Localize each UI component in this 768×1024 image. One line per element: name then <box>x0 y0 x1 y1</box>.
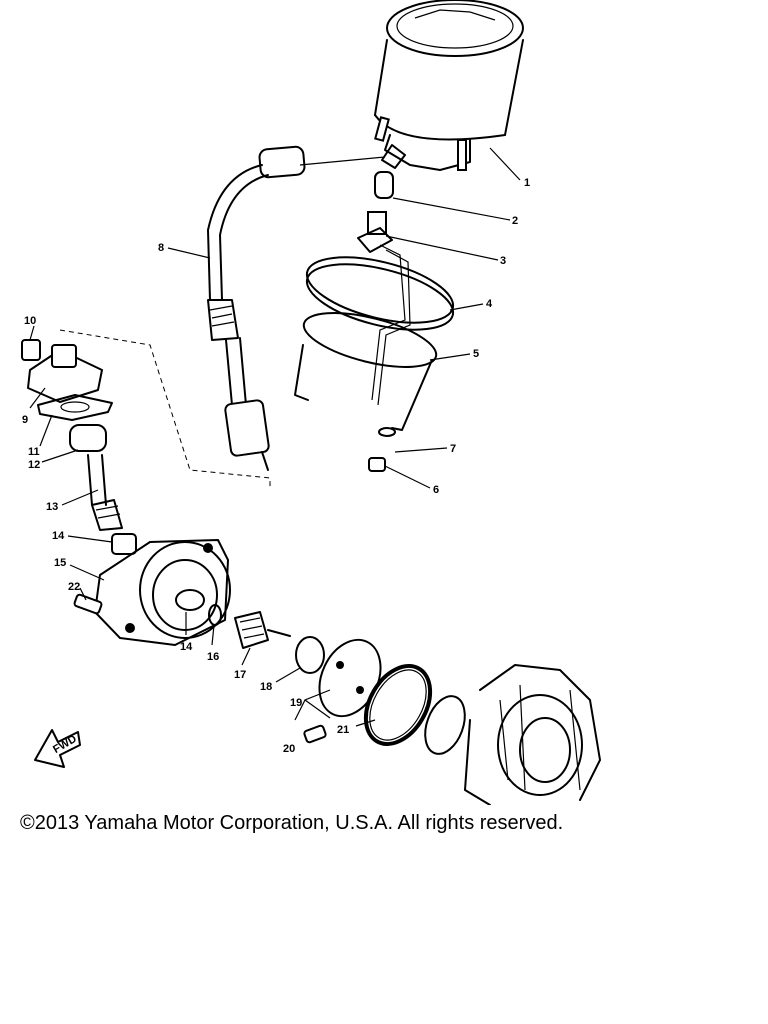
callout-16: 16 <box>207 651 219 663</box>
o-ring <box>363 664 433 746</box>
callout-20: 20 <box>283 743 295 755</box>
callout-12: 12 <box>28 459 40 471</box>
callout-6: 6 <box>433 484 439 496</box>
washer-and-nut <box>368 427 396 472</box>
callout-21: 21 <box>337 724 349 736</box>
callout-11: 11 <box>28 446 40 458</box>
callout-10: 10 <box>24 315 36 327</box>
callout-9: 9 <box>22 414 28 426</box>
callout-5: 5 <box>473 348 479 360</box>
callout-13: 13 <box>46 501 58 513</box>
bulb-socket <box>357 211 393 253</box>
bushing-18 <box>295 636 325 674</box>
bracket <box>294 244 438 431</box>
copyright-notice: ©2013 Yamaha Motor Corporation, U.S.A. A… <box>20 812 564 834</box>
callout-14a: 14 <box>52 530 65 542</box>
hub-assembly <box>424 664 601 805</box>
exploded-parts-diagram: FWD 1 2 3 4 5 6 7 8 9 1 <box>21 0 601 805</box>
callout-22: 22 <box>68 581 80 593</box>
gear-housing-stack <box>21 339 123 531</box>
ring <box>305 256 455 331</box>
callout-2: 2 <box>512 215 518 227</box>
bulb <box>374 171 394 199</box>
callout-3: 3 <box>500 255 506 267</box>
washer <box>208 604 222 626</box>
callout-14b: 14 <box>180 641 193 653</box>
forward-arrow-icon <box>34 729 81 768</box>
drive-gear <box>234 611 291 649</box>
speedometer-cable <box>207 145 306 471</box>
callout-17: 17 <box>234 669 246 681</box>
callout-4: 4 <box>486 298 493 310</box>
drive-housing <box>73 539 231 646</box>
leader-lines <box>29 147 521 727</box>
bushing <box>111 533 137 555</box>
callout-numbers: 1 2 3 4 5 6 7 8 9 10 11 12 13 14 14 15 1… <box>22 177 530 755</box>
callout-19: 19 <box>290 697 302 709</box>
speedometer-assembly <box>374 0 524 171</box>
callout-18: 18 <box>260 681 272 693</box>
callout-7: 7 <box>450 443 456 455</box>
bolt <box>303 724 327 744</box>
callout-1: 1 <box>524 177 530 189</box>
callout-15: 15 <box>54 557 66 569</box>
callout-8: 8 <box>158 242 164 254</box>
